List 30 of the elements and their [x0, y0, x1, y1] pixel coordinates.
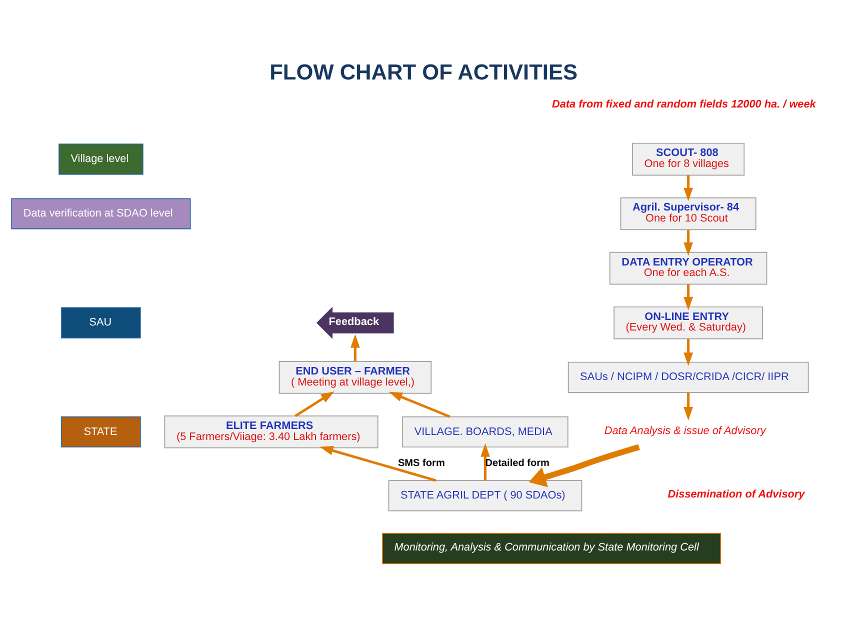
- node-box: ON-LINE ENTRY (Every Wed. & Saturday): [614, 306, 763, 339]
- arrow: [684, 229, 694, 256]
- node-box: SAU: [61, 306, 141, 338]
- node-box: SCOUT- 808 One for 8 villages: [632, 142, 745, 176]
- node-box: Monitoring, Analysis & Communication by State Monitoring Cell: [382, 532, 722, 564]
- node-box: Data verification at SDAO level: [11, 198, 191, 229]
- diagram-title: FLOW CHART OF ACTIVITIES: [270, 58, 578, 84]
- label: Data from fixed and random fields 12000 ha. / week: [552, 98, 816, 110]
- node-box: Agril. Supervisor- 84 One for 10 Scout: [620, 196, 756, 230]
- node-box: STATE: [61, 416, 141, 447]
- label: Dissemination of Advisory: [668, 488, 805, 500]
- arrow: [294, 390, 334, 416]
- arrow: [684, 338, 694, 366]
- edge-label: SMS form: [398, 457, 445, 468]
- node-box: Village level: [58, 143, 144, 174]
- node-box: ELITE FARMERS (5 Farmers/Viiage: 3.40 Lakh farmers): [164, 415, 378, 448]
- arrow: [684, 174, 694, 201]
- node-text: Data Analysis & issue of Advisory: [604, 424, 766, 436]
- arrow: [480, 442, 490, 480]
- arrow: [350, 334, 360, 361]
- arrow: [388, 391, 450, 418]
- node-box: END USER – FARMER ( Meeting at village level,): [278, 360, 432, 394]
- arrow: [320, 446, 436, 482]
- arrow: [528, 444, 640, 487]
- node-box: DATA ENTRY OPERATOR One for each A.S.: [609, 251, 768, 284]
- arrow: [684, 392, 694, 420]
- node-box: VILLAGE. BOARDS, MEDIA: [402, 416, 568, 447]
- node-box: SAUs / NCIPM / DOSR/CRIDA /CICR/ IIPR: [568, 361, 809, 392]
- node-box: STATE AGRIL DEPT ( 90 SDAOs): [388, 480, 582, 511]
- arrow: [684, 284, 694, 310]
